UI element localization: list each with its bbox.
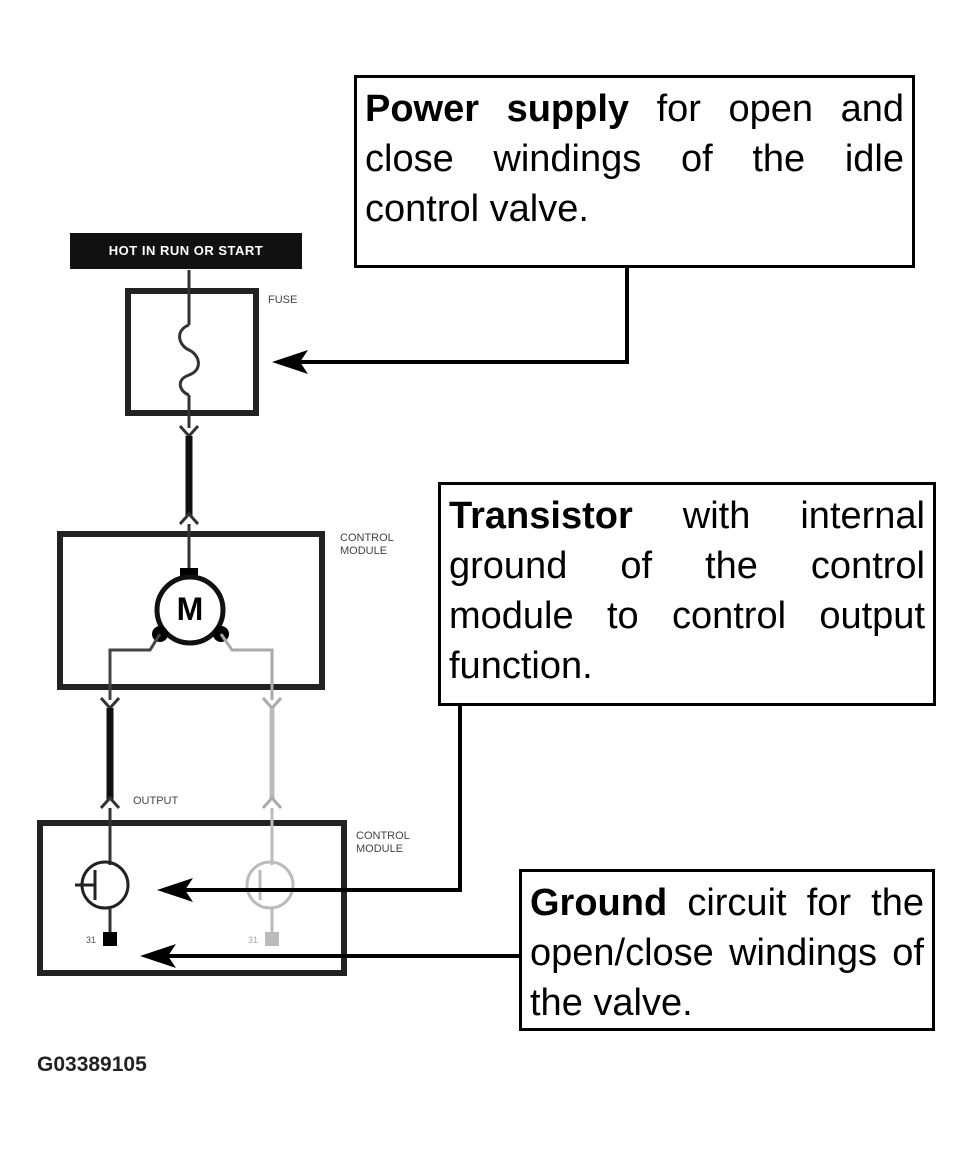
callout-power-supply: Power supply for open and close windings…	[354, 75, 915, 268]
wire-motor-left	[108, 633, 162, 700]
transistor-2-circle	[245, 860, 295, 910]
callout-ground-text: circuit for the open/close windings of t…	[530, 882, 924, 1024]
leader-power	[300, 268, 629, 364]
wire-motor-right	[219, 633, 274, 700]
ground-2-marker: 31	[248, 935, 258, 945]
arrowhead-ground	[140, 944, 176, 968]
callout-ground: Ground circuit for the open/close windin…	[519, 869, 935, 1031]
callout-transistor-text: with internal ground of the control modu…	[449, 495, 925, 687]
callout-power-text: for open and close windings of the idle …	[365, 88, 904, 230]
arrowhead-power	[272, 350, 308, 374]
fuse-symbol	[178, 323, 200, 397]
control-module-1-label: CONTROL MODULE	[340, 532, 394, 557]
connector-6	[261, 795, 283, 810]
ground-1-marker: 31	[86, 935, 96, 945]
ground-terminal-1	[103, 932, 117, 946]
callout-transistor-bold: Transistor	[449, 495, 633, 537]
callout-ground-bold: Ground	[530, 882, 668, 924]
callout-power-bold: Power supply	[365, 88, 630, 130]
callout-transistor: Transistor with internal ground of the c…	[438, 482, 936, 706]
ground-terminal-2	[265, 932, 279, 946]
leader-transistor	[185, 690, 462, 892]
control-module-1-box	[57, 531, 325, 690]
motor-letter: M	[176, 591, 204, 627]
figure-id: G03389105	[37, 1053, 147, 1076]
motor-circle	[154, 574, 226, 646]
control-module-2-label: CONTROL MODULE	[356, 830, 410, 855]
connector-4	[99, 795, 121, 810]
connector-2	[178, 511, 200, 526]
arrowhead-transistor	[157, 878, 193, 902]
output-label: OUTPUT	[133, 795, 179, 807]
fuse-box	[125, 288, 259, 416]
fuse-label: FUSE	[268, 294, 298, 306]
control-module-2-box	[37, 820, 347, 976]
hot-in-run-label: HOT IN RUN OR START	[70, 233, 302, 269]
